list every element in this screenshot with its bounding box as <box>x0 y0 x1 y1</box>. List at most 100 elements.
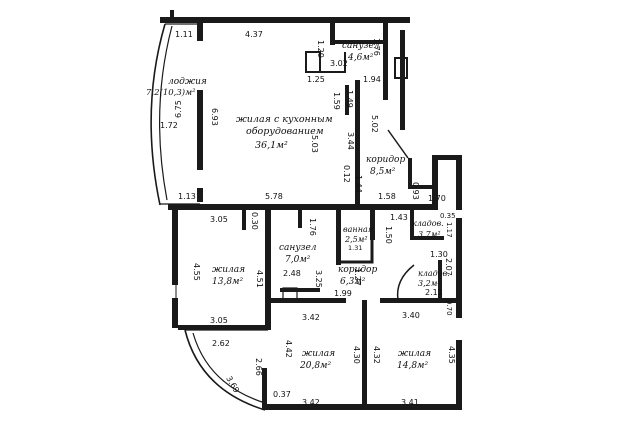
fixture-upper-right <box>394 57 408 79</box>
wall-corridor-step <box>408 185 436 189</box>
dim-label: 4.30 <box>352 346 361 364</box>
dim-label: 5.03 <box>310 135 319 153</box>
dim-label: 3.02 <box>330 59 348 68</box>
dim-label: 1.99 <box>334 289 352 298</box>
dim-label: 1.76 <box>372 38 381 56</box>
wall-corridor-step-v <box>408 158 412 188</box>
wall-bath-top-right <box>383 20 388 100</box>
dim-label: 1.50 <box>384 226 393 244</box>
dim-label: 0.35 <box>440 212 456 220</box>
dim-label: 1.43 <box>390 213 408 222</box>
room-name-bath-top: санузел <box>342 41 380 51</box>
fixture-box <box>282 287 298 301</box>
wall-central-vertical <box>355 80 360 205</box>
dim-label: 0.37 <box>273 390 291 399</box>
room-area-pantry-2: 3,2м² <box>418 279 441 288</box>
dim-label: 1.13 <box>178 192 196 201</box>
room-area-bathroom-small: 2,5м² <box>344 235 368 244</box>
bay-inner-arc <box>192 332 266 404</box>
dim-label: 1.72 <box>160 121 178 130</box>
dim-label: 1.30 <box>430 250 448 259</box>
dim-label: 1.94 <box>363 75 381 84</box>
dim-label: 5.02 <box>370 115 379 133</box>
wall-left-room-outer <box>172 210 178 285</box>
room-name-pantry-2: кладов. <box>418 269 450 278</box>
wall-pantry-left <box>410 210 414 240</box>
room-area-living-right: 14,8м² <box>397 361 429 371</box>
room-name-bath-mid: санузел <box>279 243 317 253</box>
wall-left-room-stub <box>242 210 246 230</box>
room-area-corridor-mid: 6,3м² <box>340 277 366 287</box>
room-name-corridor-top: коридор <box>366 155 405 165</box>
wall-bath-mid-fixture <box>280 288 320 292</box>
dim-label: 0.70 <box>445 300 453 316</box>
room-area-pantry-1: 3,7м² <box>418 230 441 239</box>
wall-pantry-divider <box>414 236 444 240</box>
dim-label: 1.27 <box>353 268 362 286</box>
wall-corridor-right <box>432 155 438 210</box>
wall-bottom <box>262 404 462 410</box>
room-area-bath-mid: 7,0м² <box>285 255 311 265</box>
room-area-living-left: 13,8м² <box>212 277 244 287</box>
dim-label: 4.37 <box>245 30 263 39</box>
room-name-living-left: жилая <box>212 265 245 275</box>
wall-bath-mid-stub <box>298 210 302 228</box>
wall-bath-top-inner <box>306 52 346 73</box>
dim-label: 3.40 <box>402 311 420 320</box>
dim-label: 0.93 <box>411 182 420 200</box>
dim-label: 1.20 <box>316 40 325 58</box>
room-name-loggia: лоджия <box>168 77 207 87</box>
door-arc-pantry <box>396 264 415 301</box>
dim-label: 2.62 <box>212 339 230 348</box>
wall-center-right <box>362 300 367 404</box>
corridor-diagonal <box>387 129 409 159</box>
dim-label: 4.32 <box>372 346 381 364</box>
wall-bathroom-small-right <box>370 210 375 240</box>
wall-bath-top-left <box>330 23 335 45</box>
wall-bottom-left-post <box>262 368 267 410</box>
dim-label: 3.05 <box>210 316 228 325</box>
room-name-pantry-1: кладов. <box>412 219 444 228</box>
dim-label: 3.25 <box>314 270 323 288</box>
room-name-living-right: жилая <box>398 349 431 359</box>
dim-label: 6.93 <box>210 108 219 126</box>
dim-label: 3.41 <box>401 398 419 407</box>
dim-label: 1.25 <box>307 75 325 84</box>
room-area-loggia: 7,2(10,3)м² <box>146 87 196 98</box>
room-area-corridor-top: 8,5м² <box>370 167 396 177</box>
wall-left-room-right <box>265 210 271 330</box>
dim-label: 1.31 <box>348 244 362 252</box>
wall-top-post <box>170 10 174 20</box>
dim-label: 1.49 <box>345 90 354 108</box>
dim-label: 2.48 <box>283 269 301 278</box>
dim-label: 1.59 <box>332 92 341 110</box>
dim-label: 2.66 <box>254 358 263 376</box>
bay-outer-arc <box>184 329 266 411</box>
dim-label: 1.76 <box>308 218 317 236</box>
wall-bathroom-small-bottom <box>341 238 374 264</box>
dim-label: 1.70 <box>428 194 446 203</box>
wall-central-stub <box>345 85 349 115</box>
dim-label: 1.17 <box>445 222 453 238</box>
dim-label: 3.44 <box>346 132 355 150</box>
wall-right-upper <box>456 160 462 210</box>
room-area-bath-top: 4,6м² <box>347 53 374 63</box>
room-area-living-center: 20,8м² <box>299 361 332 371</box>
loggia-outer-arc <box>150 23 166 206</box>
loggia-inner-arc <box>158 25 173 201</box>
dim-label: 0.12 <box>342 165 351 183</box>
dim-label: 4.55 <box>192 263 201 281</box>
wall-right-bottom <box>456 340 462 410</box>
wall-corridor-bottom-left <box>271 298 346 303</box>
dim-label: 6.75 <box>174 100 183 118</box>
room-area-living-kitchen: 36,1м² <box>255 140 288 151</box>
dim-label: 4.51 <box>255 270 264 288</box>
dim-label: 3.42 <box>302 313 320 322</box>
wall-left-window <box>197 90 203 170</box>
wall-bathroom-small-left <box>336 210 341 265</box>
wall-mid-horizontal <box>168 204 436 210</box>
dim-label: 2.11 <box>425 288 443 297</box>
room-name-living-kitchen-1: жилая с кухонным <box>236 114 333 125</box>
wall-corridor-top-right <box>400 30 405 130</box>
